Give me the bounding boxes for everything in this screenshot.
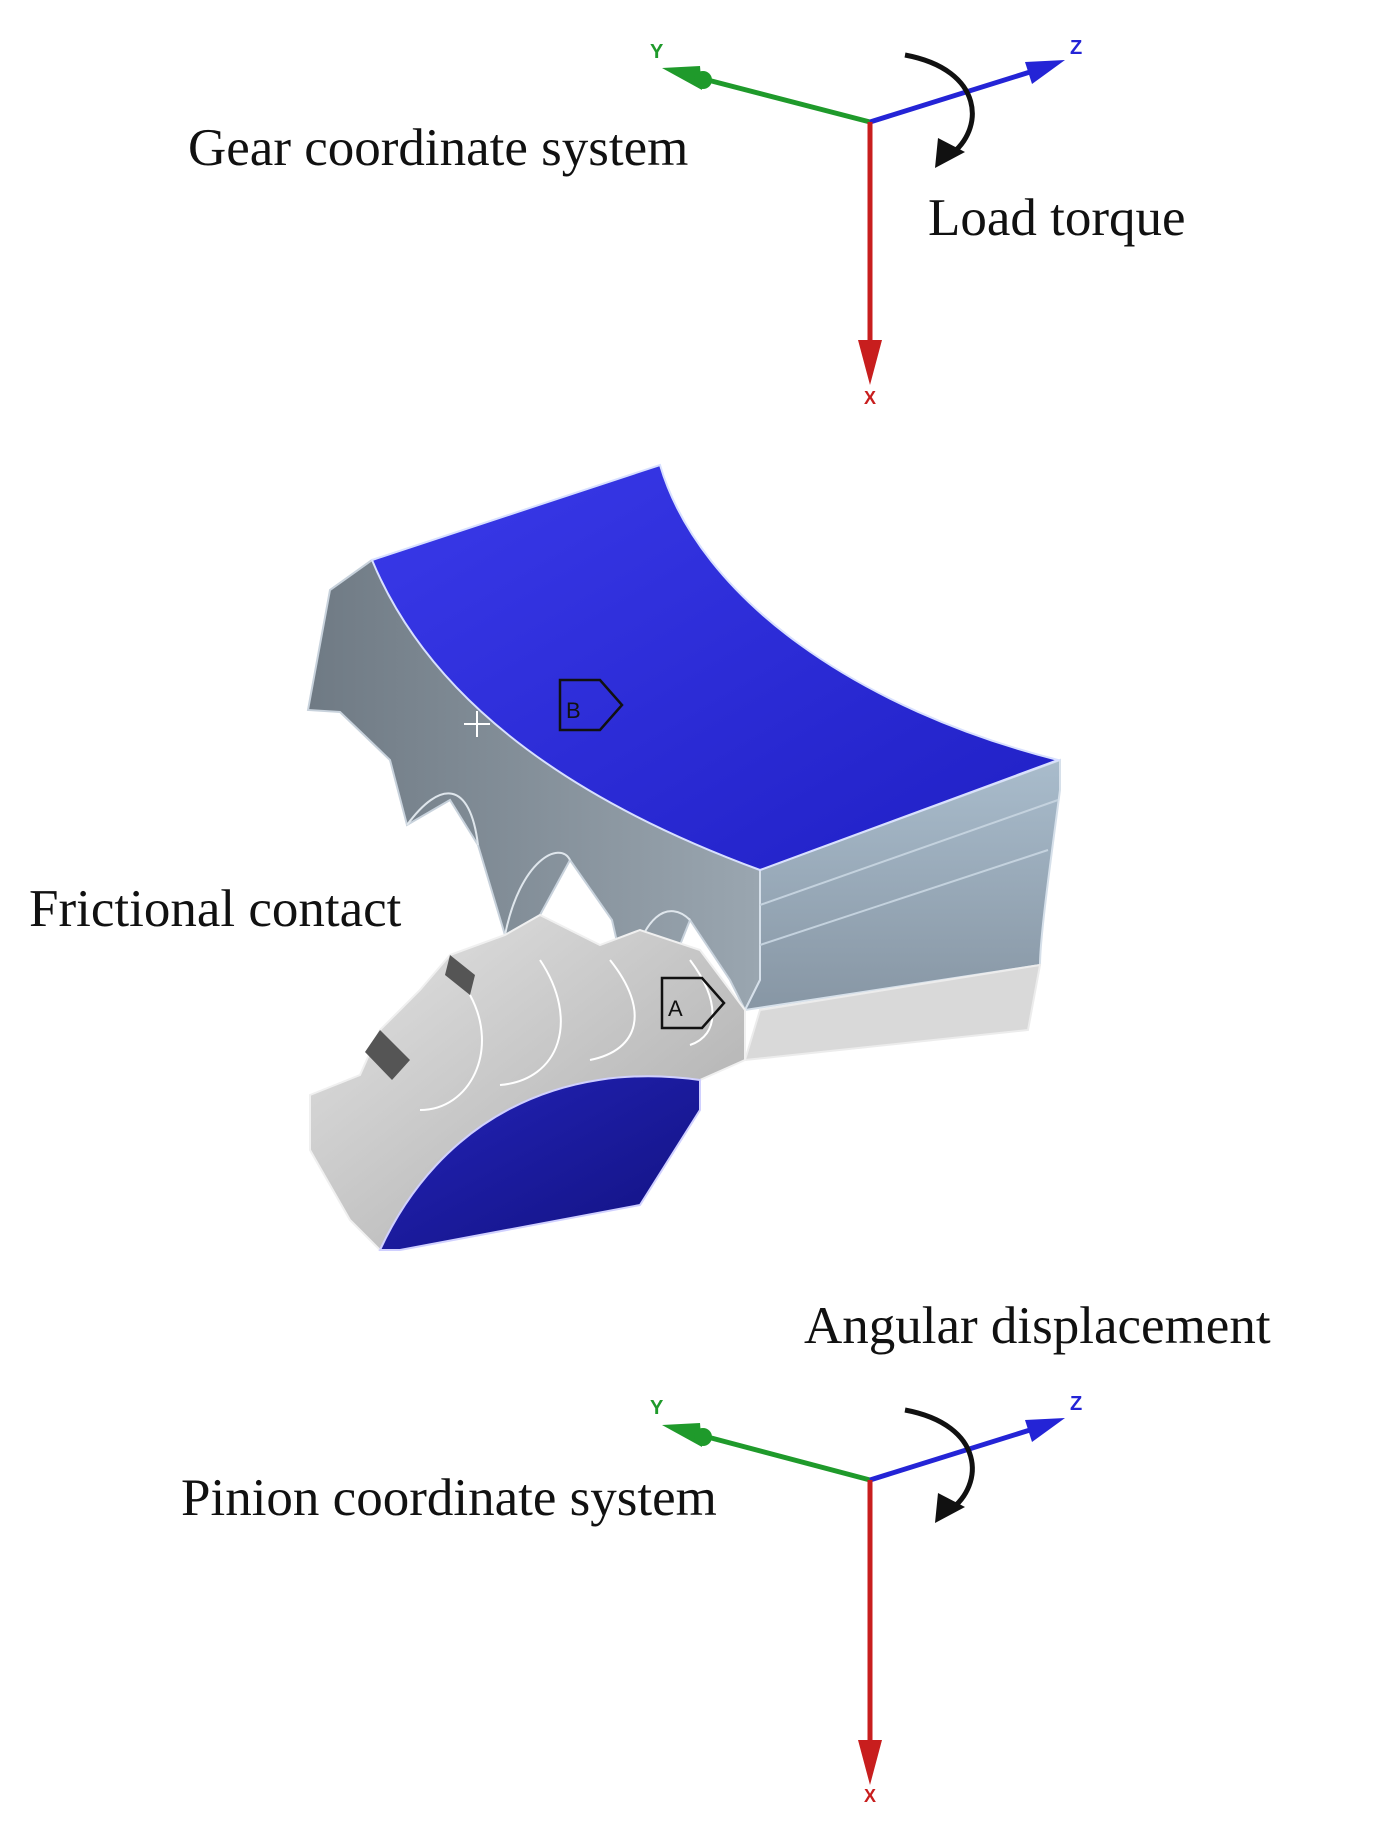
gear-front-band	[759, 799, 1059, 946]
load-torque-arrow	[904, 52, 975, 158]
gear-x-arrowhead	[858, 340, 882, 385]
gear-y-axis	[699, 75, 871, 125]
angular-displacement-arrowhead	[935, 1493, 965, 1523]
gear-segment: B	[306, 463, 1062, 1013]
angular-displacement-label: Angular displacement	[804, 1297, 1271, 1355]
pinion-y-arrowhead	[662, 1423, 702, 1447]
gear-side-face	[306, 558, 761, 1013]
pinion-x-arrowhead	[858, 1740, 882, 1785]
pinion-rim	[743, 963, 1042, 1062]
gear-x-label: X	[864, 388, 876, 408]
pinion-z-label: Z	[1070, 1393, 1082, 1415]
load-torque-label: Load torque	[928, 189, 1186, 247]
gear-coordinate-system: Y Z X	[650, 37, 1082, 408]
gear-y-arrowhead	[662, 66, 702, 90]
pinion-x-label: X	[864, 1786, 876, 1806]
pinion-tooth-flank	[365, 955, 475, 1080]
pinion-y-label: Y	[650, 1397, 664, 1419]
frictional-contact-label: Frictional contact	[29, 880, 402, 938]
load-torque-arrowhead	[935, 138, 965, 168]
origin-plus-marker	[464, 711, 490, 737]
pinion-y-knob	[694, 1428, 712, 1446]
contact-marker-a-label: A	[668, 996, 683, 1021]
pinion-z-axis	[869, 1427, 1031, 1483]
pinion-coordinate-system-label: Pinion coordinate system	[181, 1469, 717, 1527]
pinion-tooth-profile	[419, 959, 714, 1111]
angular-displacement-arrow	[904, 1407, 975, 1513]
gear-y-knob	[694, 71, 712, 89]
contact-marker-b: B	[558, 678, 624, 732]
pinion-y-axis	[699, 1432, 871, 1483]
contact-marker-a: A	[660, 976, 726, 1030]
gear-z-axis	[869, 69, 1031, 125]
gear-coordinate-system-label: Gear coordinate system	[188, 119, 689, 177]
contact-marker-b-label: B	[566, 698, 581, 723]
gear-z-arrowhead	[1025, 60, 1065, 84]
pinion-z-arrowhead	[1025, 1418, 1065, 1442]
gear-z-label: Z	[1070, 37, 1082, 59]
pinion-face	[378, 1075, 701, 1251]
pinion-coordinate-system: Y Z X	[650, 1393, 1082, 1806]
gear-top-face	[370, 463, 1062, 872]
gear-y-label: Y	[650, 41, 664, 63]
pinion-segment: A	[309, 913, 1042, 1252]
